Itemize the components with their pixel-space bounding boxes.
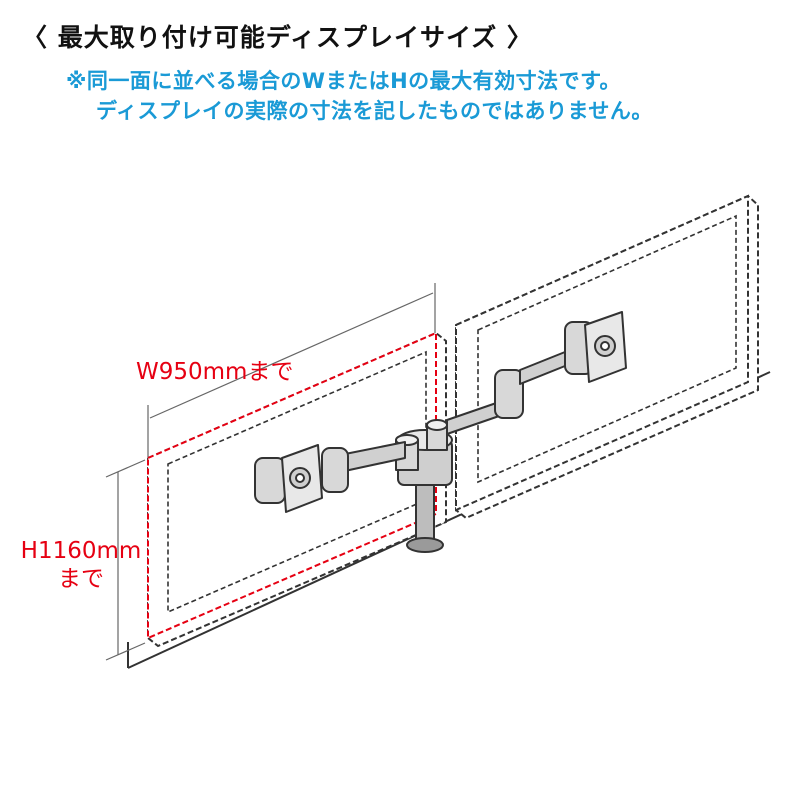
page-title: 〈 最大取り付け可能ディスプレイサイズ 〉 — [22, 23, 533, 52]
dimension-guides — [105, 283, 436, 661]
note-line-1: ※同一面に並べる場合のWまたはHの最大有効寸法です。 — [66, 69, 622, 93]
monitor-arm — [254, 311, 627, 553]
height-dimension-line-2: まで — [58, 566, 104, 592]
note-line-2: ディスプレイの実際の寸法を記したものではありません。 — [96, 99, 653, 123]
height-dimension-line-1: H1160mm — [20, 538, 142, 564]
height-dimension-label: H1160mm まで — [6, 537, 156, 593]
width-dimension-label: W950mmまで — [136, 359, 294, 385]
